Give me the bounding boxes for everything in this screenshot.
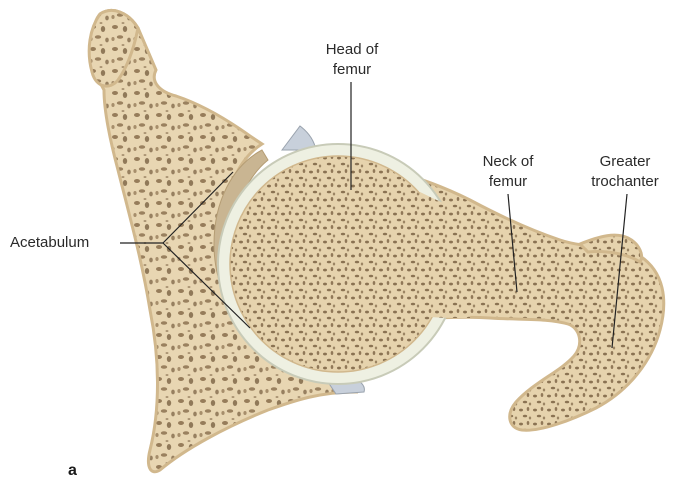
- label-greater-trochanter-line2: trochanter: [580, 172, 670, 192]
- label-head-of-femur-line1: Head of: [312, 40, 392, 60]
- label-greater-trochanter: Greater trochanter: [580, 152, 670, 192]
- label-head-of-femur-line2: femur: [312, 60, 392, 80]
- panel-letter: a: [68, 462, 77, 480]
- label-neck-of-femur: Neck of femur: [473, 152, 543, 192]
- label-neck-of-femur-line2: femur: [473, 172, 543, 192]
- femoral-head: [230, 156, 446, 372]
- label-greater-trochanter-line1: Greater: [580, 152, 670, 172]
- label-head-of-femur: Head of femur: [312, 40, 392, 80]
- label-acetabulum: Acetabulum: [10, 233, 89, 253]
- label-neck-of-femur-line1: Neck of: [473, 152, 543, 172]
